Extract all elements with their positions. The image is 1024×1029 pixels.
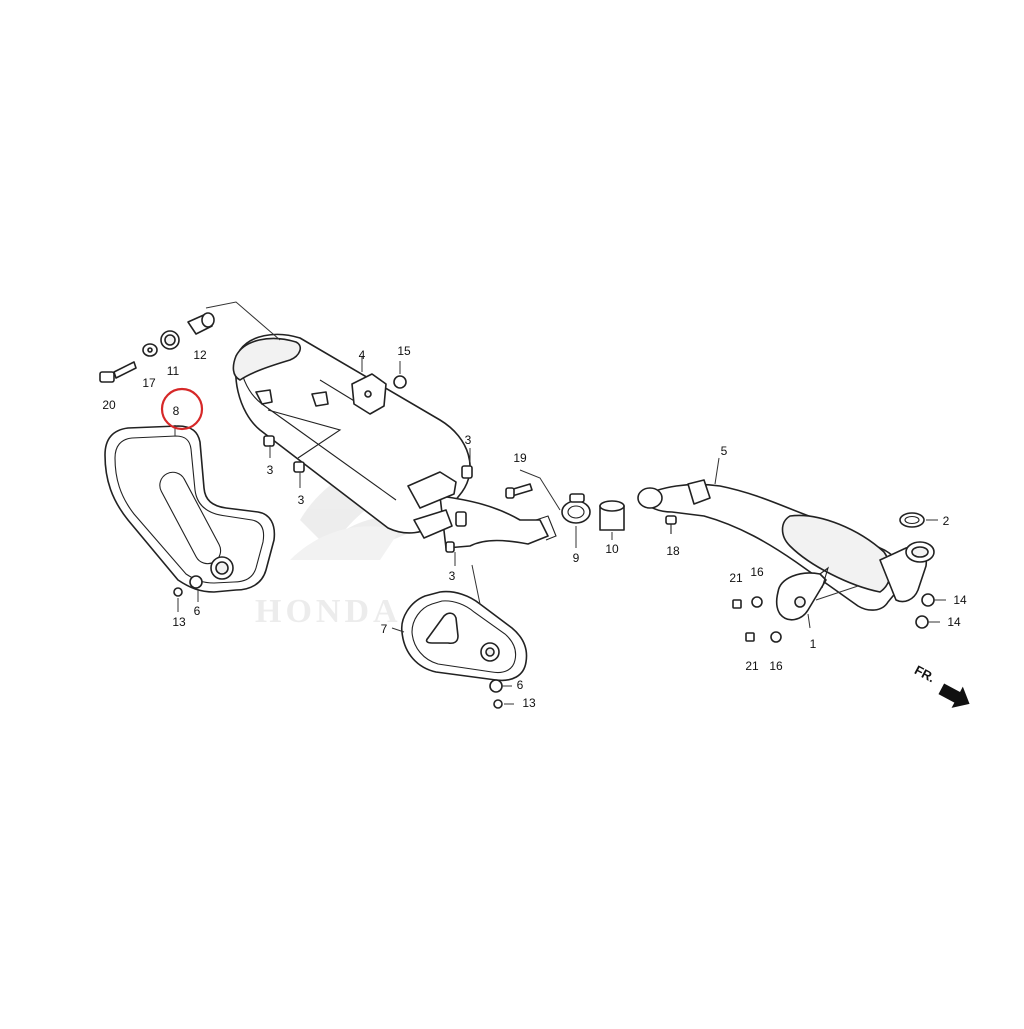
- callout-13: 13: [522, 696, 536, 710]
- callout-20: 20: [102, 398, 116, 412]
- callout-13: 13: [172, 615, 186, 629]
- collar-12: [187, 312, 215, 335]
- callout-19: 19: [513, 451, 527, 465]
- callout-3: 3: [298, 493, 305, 507]
- callout-2: 2: [943, 514, 950, 528]
- callout-3: 3: [449, 569, 456, 583]
- callout-17: 17: [142, 376, 156, 390]
- callout-16: 16: [750, 565, 764, 579]
- exhaust-pipe-5: [637, 479, 935, 611]
- callout-9: 9: [573, 551, 580, 565]
- callout-10: 10: [605, 542, 619, 556]
- gasket-2: [899, 512, 925, 528]
- callout-8: 8: [173, 404, 180, 418]
- front-indicator-label: FR.: [912, 662, 938, 685]
- callout-14: 14: [947, 615, 961, 629]
- callouts: 1 2 3 3 3 3 4 5 6 6 7 8 9 10 11 12 13 13…: [102, 344, 967, 710]
- washer-17: [142, 343, 158, 357]
- heat-shield-8: [104, 425, 276, 593]
- callout-3: 3: [267, 463, 274, 477]
- callout-16: 16: [769, 659, 783, 673]
- callout-3: 3: [465, 433, 472, 447]
- clamp-9: [561, 493, 591, 524]
- small-fasteners: [173, 575, 935, 709]
- callout-21: 21: [729, 571, 743, 585]
- watermark-text: HONDA: [255, 593, 402, 630]
- callout-6: 6: [194, 604, 201, 618]
- callout-12: 12: [193, 348, 207, 362]
- highlight-circle: [160, 387, 204, 431]
- bolt-19: [505, 483, 533, 499]
- gasket-10: [599, 500, 625, 531]
- callout-18: 18: [666, 544, 680, 558]
- bolt-20: [99, 361, 137, 383]
- callout-15: 15: [397, 344, 411, 358]
- callout-1: 1: [810, 637, 817, 651]
- callout-5: 5: [721, 444, 728, 458]
- nut-15: [393, 375, 407, 389]
- protector-1: [775, 566, 830, 621]
- callout-21: 21: [745, 659, 759, 673]
- muffler-assembly: [232, 333, 557, 553]
- heat-shield-7: [400, 590, 528, 682]
- callout-6: 6: [517, 678, 524, 692]
- leader-lines: [174, 301, 946, 705]
- callout-4: 4: [359, 348, 366, 362]
- callout-14: 14: [953, 593, 967, 607]
- callout-7: 7: [381, 622, 388, 636]
- front-direction-arrow: FR.: [912, 662, 970, 708]
- callout-11: 11: [167, 364, 180, 378]
- honda-watermark: HONDA: [255, 464, 430, 630]
- nut-11: [160, 330, 180, 350]
- bolt-18: [665, 515, 677, 534]
